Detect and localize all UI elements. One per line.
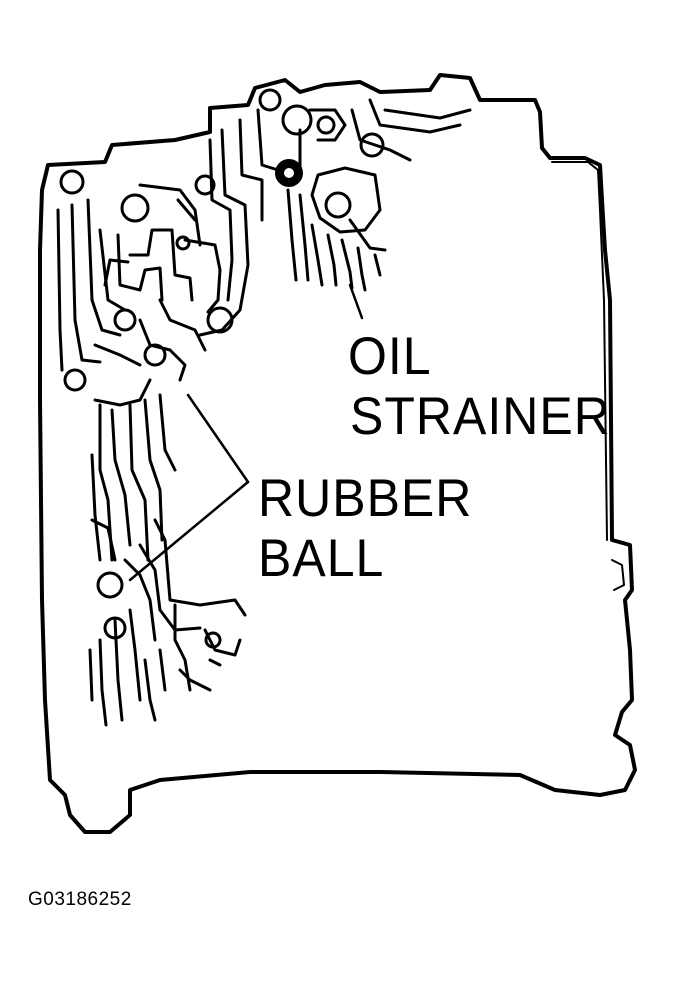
lower-ports [96,571,222,649]
strainer-label: STRAINER [350,386,611,446]
plate-inner-edge [551,161,608,541]
plate-outline [38,73,637,834]
rubber-ball-leader-upper [186,393,250,484]
upper-ports [59,88,385,334]
oil-strainer-marker [275,159,303,187]
oil-strainer-leader [348,283,364,320]
rubber-ball-leader-lower [128,480,250,582]
oil-label: OIL [348,326,432,386]
rubber-label: RUBBER [258,468,473,528]
ball-label: BALL [258,528,385,588]
lower-channels [88,393,247,727]
upper-channels [138,98,472,337]
right-tab [611,559,625,591]
left-upper-channels [56,198,207,407]
figure-id: G03186252 [28,889,132,910]
left-upper-ports [63,308,167,392]
